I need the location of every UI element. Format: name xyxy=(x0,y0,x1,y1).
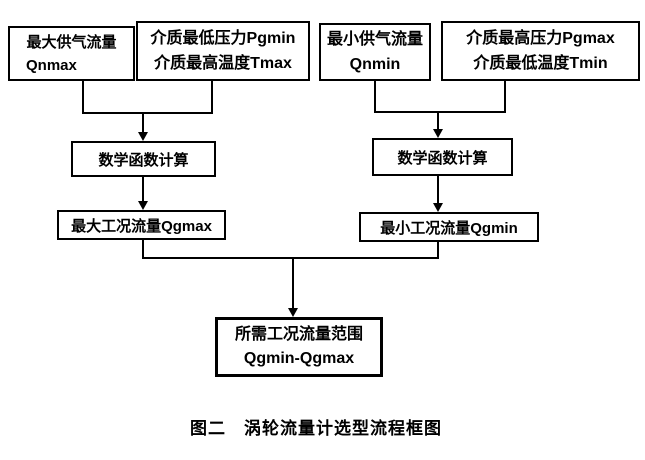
connector-qnmin-drop xyxy=(374,80,376,113)
node-qnmin-line2: Qnmin xyxy=(349,56,401,73)
arrowhead-into-math-right-icon xyxy=(433,129,443,138)
node-qgmax-label: 最大工况流量Qgmax xyxy=(71,217,212,235)
node-qnmax: 最大供气流量 Qnmax xyxy=(8,26,135,81)
connector-left-merge-stem xyxy=(142,112,144,134)
node-result-line2: Qgmin-Qgmax xyxy=(243,350,355,367)
node-math-right: 数学函数计算 xyxy=(372,138,513,176)
node-math-left: 数学函数计算 xyxy=(71,141,216,177)
node-pgmin-tmax: 介质最低压力Pgmin 介质最高温度Tmax xyxy=(136,21,310,81)
node-result: 所需工况流量范围 Qgmin-Qgmax xyxy=(215,317,383,377)
node-qnmax-line2: Qnmax xyxy=(26,56,77,74)
arrowhead-into-qgmin-icon xyxy=(433,203,443,212)
node-qnmin: 最小供气流量 Qnmin xyxy=(319,23,431,81)
connector-qgmin-drop xyxy=(437,242,439,259)
node-pgmin-tmax-line2: 介质最高温度Tmax xyxy=(154,55,292,72)
node-pgmax-tmin-line1: 介质最高压力Pgmax xyxy=(466,30,615,47)
connector-math-right-to-qgmin xyxy=(437,176,439,204)
connector-bottom-merge-bar xyxy=(142,257,439,259)
node-math-left-label: 数学函数计算 xyxy=(98,151,189,169)
node-result-line1: 所需工况流量范围 xyxy=(234,326,363,343)
connector-left-merge-bar xyxy=(82,112,213,114)
connector-right-merge-bar xyxy=(374,111,506,113)
figure-caption: 图二 涡轮流量计选型流程框图 xyxy=(190,419,442,438)
node-qgmin-label: 最小工况流量Qgmin xyxy=(380,219,518,237)
node-math-right-label: 数学函数计算 xyxy=(397,149,488,167)
connector-pgmax-drop xyxy=(504,80,506,113)
node-qnmin-line1: 最小供气流量 xyxy=(326,31,423,48)
arrowhead-into-qgmax-icon xyxy=(138,201,148,210)
connector-qgmax-drop xyxy=(142,240,144,259)
node-pgmax-tmin-line2: 介质最低温度Tmin xyxy=(473,55,608,72)
connector-qnmax-drop xyxy=(82,80,84,114)
node-pgmax-tmin: 介质最高压力Pgmax 介质最低温度Tmin xyxy=(441,21,640,81)
connector-bottom-merge-stem xyxy=(292,257,294,309)
node-qgmax: 最大工况流量Qgmax xyxy=(57,210,226,240)
connector-right-merge-stem xyxy=(437,111,439,131)
arrowhead-into-result-icon xyxy=(288,308,298,317)
arrowhead-into-math-left-icon xyxy=(138,132,148,141)
connector-pgmin-drop xyxy=(211,80,213,114)
node-qnmax-line1: 最大供气流量 xyxy=(26,33,117,51)
node-qgmin: 最小工况流量Qgmin xyxy=(359,212,539,242)
connector-math-left-to-qgmax xyxy=(142,177,144,202)
node-pgmin-tmax-line1: 介质最低压力Pgmin xyxy=(150,30,296,47)
